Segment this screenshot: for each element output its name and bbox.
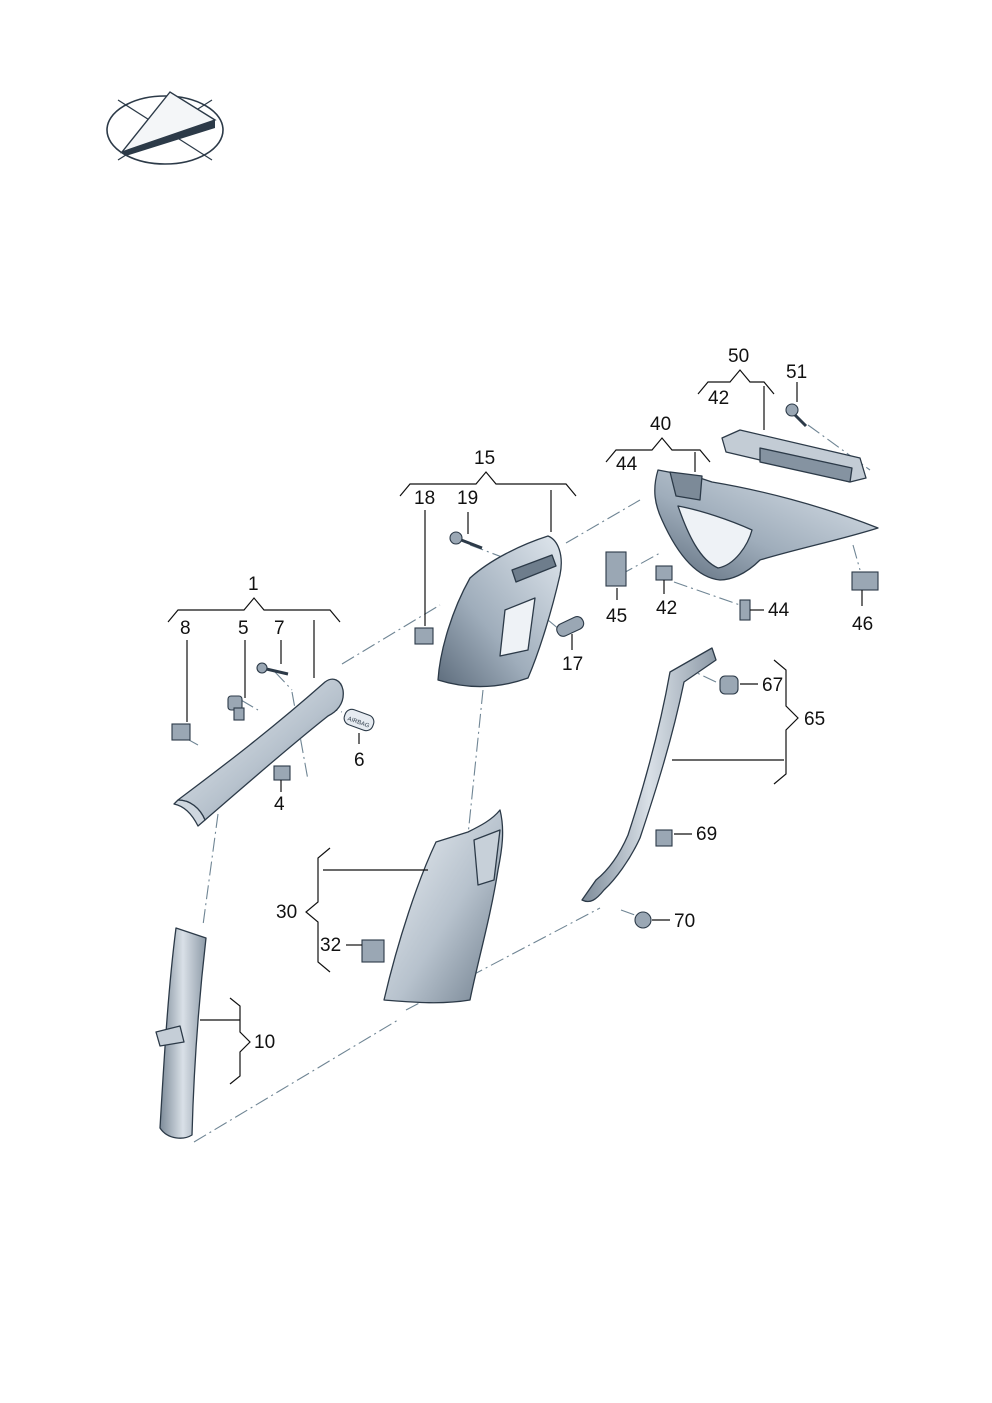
label-32: 32: [320, 935, 341, 956]
upper-b-pillar-trim: [437, 535, 562, 688]
label-42: 42: [656, 598, 677, 619]
fasteners: AIRBAG: [171, 403, 879, 963]
label-42-top: 42: [708, 388, 729, 409]
label-44: 44: [768, 600, 790, 621]
roof-grab-bracket: [721, 429, 867, 483]
clip-18-icon: [414, 627, 434, 645]
label-67: 67: [762, 675, 783, 696]
label-7: 7: [274, 618, 285, 639]
c-pillar-trim: [654, 469, 879, 581]
label-45: 45: [606, 606, 627, 627]
label-15: 15: [474, 448, 495, 469]
a-pillar-trim: [173, 678, 344, 827]
clip-69-icon: [655, 829, 673, 847]
label-4: 4: [274, 794, 285, 815]
direction-arrow-icon: [106, 91, 224, 165]
label-5: 5: [238, 618, 249, 639]
lower-a-pillar-trim: [155, 927, 207, 1139]
label-19: 19: [457, 488, 478, 509]
label-46: 46: [852, 614, 873, 635]
label-6: 6: [354, 750, 365, 771]
lower-b-pillar-trim: [383, 809, 504, 1004]
label-50: 50: [728, 346, 749, 367]
label-18: 18: [414, 488, 435, 509]
plug-70-icon: [634, 911, 652, 929]
label-40: 40: [650, 414, 671, 435]
label-8: 8: [180, 618, 191, 639]
label-70: 70: [674, 911, 695, 932]
stud-5-icon: [227, 695, 245, 721]
clip-32-icon: [361, 939, 385, 963]
airbag-badge-icon: AIRBAG: [343, 708, 375, 732]
part-labels: 1 8 5 7 6 4 15 18 19 17 40 44 45 42 44 4…: [180, 346, 873, 1053]
clip-44-icon: [739, 599, 751, 621]
screw-51-icon: [785, 403, 808, 428]
screw-7-icon: [256, 662, 289, 676]
clip-4-icon: [273, 765, 291, 781]
label-1: 1: [248, 574, 259, 595]
screw-19-icon: [449, 531, 483, 550]
clip-8-icon: [171, 723, 191, 741]
leader-lines: [167, 369, 863, 1085]
door-sill-trim: [581, 647, 717, 903]
label-44-top: 44: [616, 454, 638, 475]
clip-42-icon: [655, 565, 673, 581]
label-30: 30: [276, 902, 297, 923]
clip-45-icon: [605, 551, 627, 587]
airbag-badge-17-icon: [556, 616, 585, 637]
clip-46-icon: [851, 571, 879, 591]
label-65: 65: [804, 709, 825, 730]
label-51: 51: [786, 362, 807, 383]
clip-67-icon: [719, 675, 739, 695]
label-17: 17: [562, 654, 583, 675]
label-69: 69: [696, 824, 717, 845]
label-10: 10: [254, 1032, 275, 1053]
